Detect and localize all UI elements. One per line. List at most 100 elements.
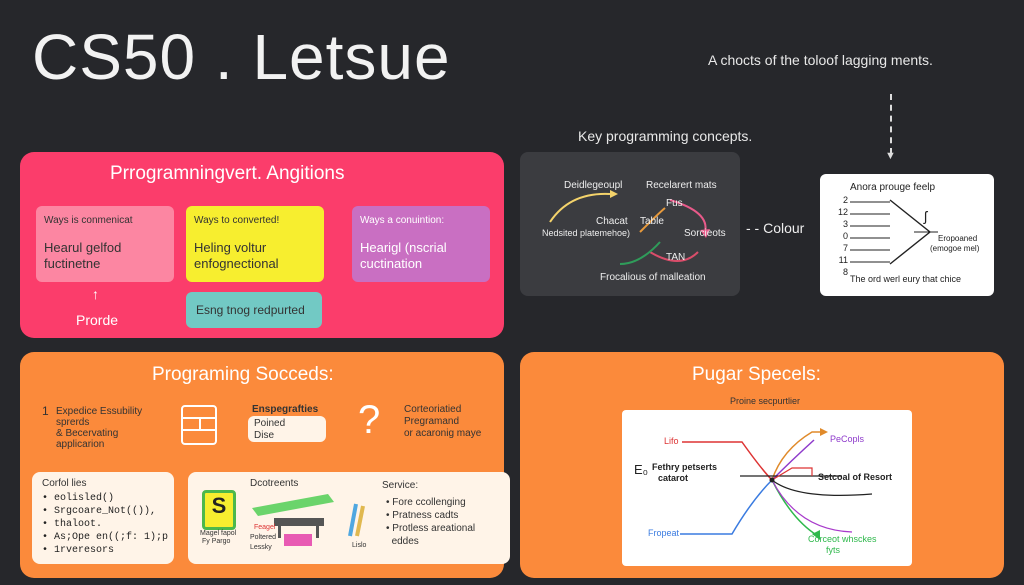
mid-title: Enspegrafties [252, 404, 319, 415]
label-nest: Nedsited platemehoe) [542, 228, 631, 238]
concept-box-1[interactable]: Ways is conmenicat Hearul gelfod fuctine… [36, 206, 174, 282]
panel-programming-definitions: Prrogramningvert. Angitions Ways is conm… [20, 152, 504, 338]
documents-card[interactable]: Dcotreents S Magel fapol Fy Pargo Feagel… [188, 472, 510, 564]
feature-item: sprerds [56, 417, 90, 428]
panel-title: Programing Socceds: [152, 364, 334, 385]
code-line: • 1rveresors [42, 545, 115, 556]
box-caption: Ways to converted! [194, 215, 280, 226]
feature-item: & Becervating [56, 428, 119, 439]
right-text-line: or acaronig maye [404, 428, 482, 439]
service-item: • Fore ccollenging [386, 497, 466, 508]
list-number: 1 [42, 404, 49, 418]
teal-box-text: Esng tnog redpurted [196, 303, 305, 317]
label-spec: Sorcieots [684, 228, 726, 239]
pencils-caption: Lislo [352, 542, 367, 549]
top-note: A chocts of the toloof lagging ments. [708, 52, 933, 68]
feature-item: applicarion [56, 439, 105, 450]
page-title: CS50 . Letsue [32, 21, 451, 93]
documents-title: Dcotreents [250, 478, 299, 489]
concept-box-3[interactable]: Ways a conuintion: Hearigl (nscrial cuct… [352, 206, 490, 282]
box-text: Heling voltur enfognectional [194, 240, 279, 271]
right-text: Corteoriatied Pregramand or acaronig may… [404, 404, 481, 440]
colour-label: - - Colour [746, 220, 805, 236]
panel-title: Prrogramningvert. Angitions [110, 163, 345, 184]
e0-symbol: E₀ [634, 462, 649, 477]
right-label-3: Corceot whsckes [808, 534, 877, 544]
white-diagram-panel: Anora prouge feelp 2 12 3 0 7 11 8 ʃ Ero… [820, 174, 994, 296]
pencils-icon [348, 503, 365, 537]
right-label-2: Setcoal of Resort [818, 472, 893, 482]
logo-caption-2: Fy Pargo [202, 538, 231, 545]
code-line: • As;Ope en((;f: 1);p [42, 532, 169, 543]
machine-illustration [252, 494, 334, 546]
logo-icon: S [202, 490, 236, 530]
service-item: eddes [391, 536, 419, 547]
left-label-3: catarot [658, 473, 689, 483]
right-text-line: Pregramand [404, 416, 460, 427]
box-text: Hearul gelfod fuctinetne [44, 240, 122, 271]
key-concepts-label: Key programming concepts. [578, 128, 753, 144]
number-item: 11 [838, 255, 848, 265]
label-fus: Fus [666, 198, 683, 209]
box-caption: Ways is conmenicat [44, 215, 133, 226]
code-card[interactable]: Corfol lies • eolisled() • Srgcoare_Not(… [32, 472, 174, 564]
funnel-arrows [850, 199, 938, 265]
number-list: 2 12 3 0 7 11 8 [836, 194, 848, 278]
white-bottom: The ord werl eury that chice [850, 274, 962, 284]
service-title: Service: [382, 480, 419, 491]
number-item: 7 [842, 243, 848, 253]
panel-sub: Proine secpurtlier [730, 396, 801, 406]
feature-list: Expedice Essubility sprerds & Becervatin… [56, 406, 142, 450]
panel-special-specs: Pugar Specels: Proine secpurtlier Lifo E… [520, 352, 1004, 578]
code-card-title: Corfol lies [42, 478, 87, 489]
left-label-4: Fropeat [648, 528, 680, 538]
number-item: 2 [842, 195, 848, 205]
label-tr: Recelarert mats [646, 180, 717, 191]
number-item: 0 [842, 231, 848, 241]
right-label-4: fyts [826, 545, 841, 555]
panel-title: Pugar Specels: [692, 364, 821, 385]
left-label-1: Lifo [664, 436, 679, 446]
mid-line-2: Dise [254, 430, 275, 441]
code-line: • Srgcoare_Not(()), [42, 506, 157, 517]
feature-item: Expedice Essubility [56, 406, 143, 417]
logo-caption-1: Magel fapol [200, 530, 237, 537]
illus-caption-2: Poltered [250, 534, 277, 541]
service-item: • Protless areational [386, 523, 476, 534]
label-table: Table [640, 216, 664, 227]
illus-caption-3: Lessky [250, 544, 272, 551]
arrow-up-icon: ↑ [92, 286, 99, 302]
illus-caption-1: Feagel [254, 524, 276, 531]
box-caption: Ways a conuintion: [360, 215, 445, 226]
teal-box[interactable]: Esng tnog redpurted [186, 292, 322, 328]
flow-lines [680, 428, 873, 540]
flow-diagram-card[interactable]: Lifo E₀ Fethry petserts catarot Fropeat … [622, 410, 912, 566]
service-list: • Fore ccollenging • Pratness cadts • Pr… [386, 496, 475, 548]
code-line: • eolisled() [42, 493, 115, 504]
hook-icon: ʃ [924, 208, 928, 224]
right-label-1: PeCopls [830, 434, 865, 444]
label-chart: Chacat [596, 216, 628, 227]
dark-concept-panel: Deidlegeoupl Recelarert mats Fus Chacat … [520, 152, 740, 296]
panel-programming-successes: Programing Socceds: 1 Expedice Essubilit… [20, 352, 510, 578]
white-title: Anora prouge feelp [850, 182, 936, 193]
prorde-label: Prorde [76, 312, 119, 328]
side-label: Eropoaned [938, 234, 978, 243]
box-text: Hearigl (nscrial cuctination [360, 240, 447, 271]
arrow-down-icon: ▼ [885, 150, 896, 162]
label-tan: TAN [666, 252, 686, 263]
mid-box[interactable]: Poined Dise [248, 416, 326, 442]
question-icon: ? [358, 398, 381, 442]
side-label-2: (emogoe mel) [930, 244, 980, 253]
label-tl: Deidlegeoupl [564, 180, 623, 191]
concept-box-2[interactable]: Ways to converted! Heling voltur enfogne… [186, 206, 324, 282]
document-stack-icon [181, 405, 217, 445]
number-item: 3 [842, 219, 848, 229]
dark-panel-bottom: Frocalious of malleation [600, 272, 706, 283]
dashed-connector [890, 94, 894, 154]
cycle-diagram [549, 190, 710, 265]
code-lines: • eolisled() • Srgcoare_Not(()), • thalo… [42, 492, 168, 557]
number-item: 12 [837, 207, 848, 217]
service-item: • Pratness cadts [386, 510, 459, 521]
code-line: • thaloot. [42, 519, 103, 530]
